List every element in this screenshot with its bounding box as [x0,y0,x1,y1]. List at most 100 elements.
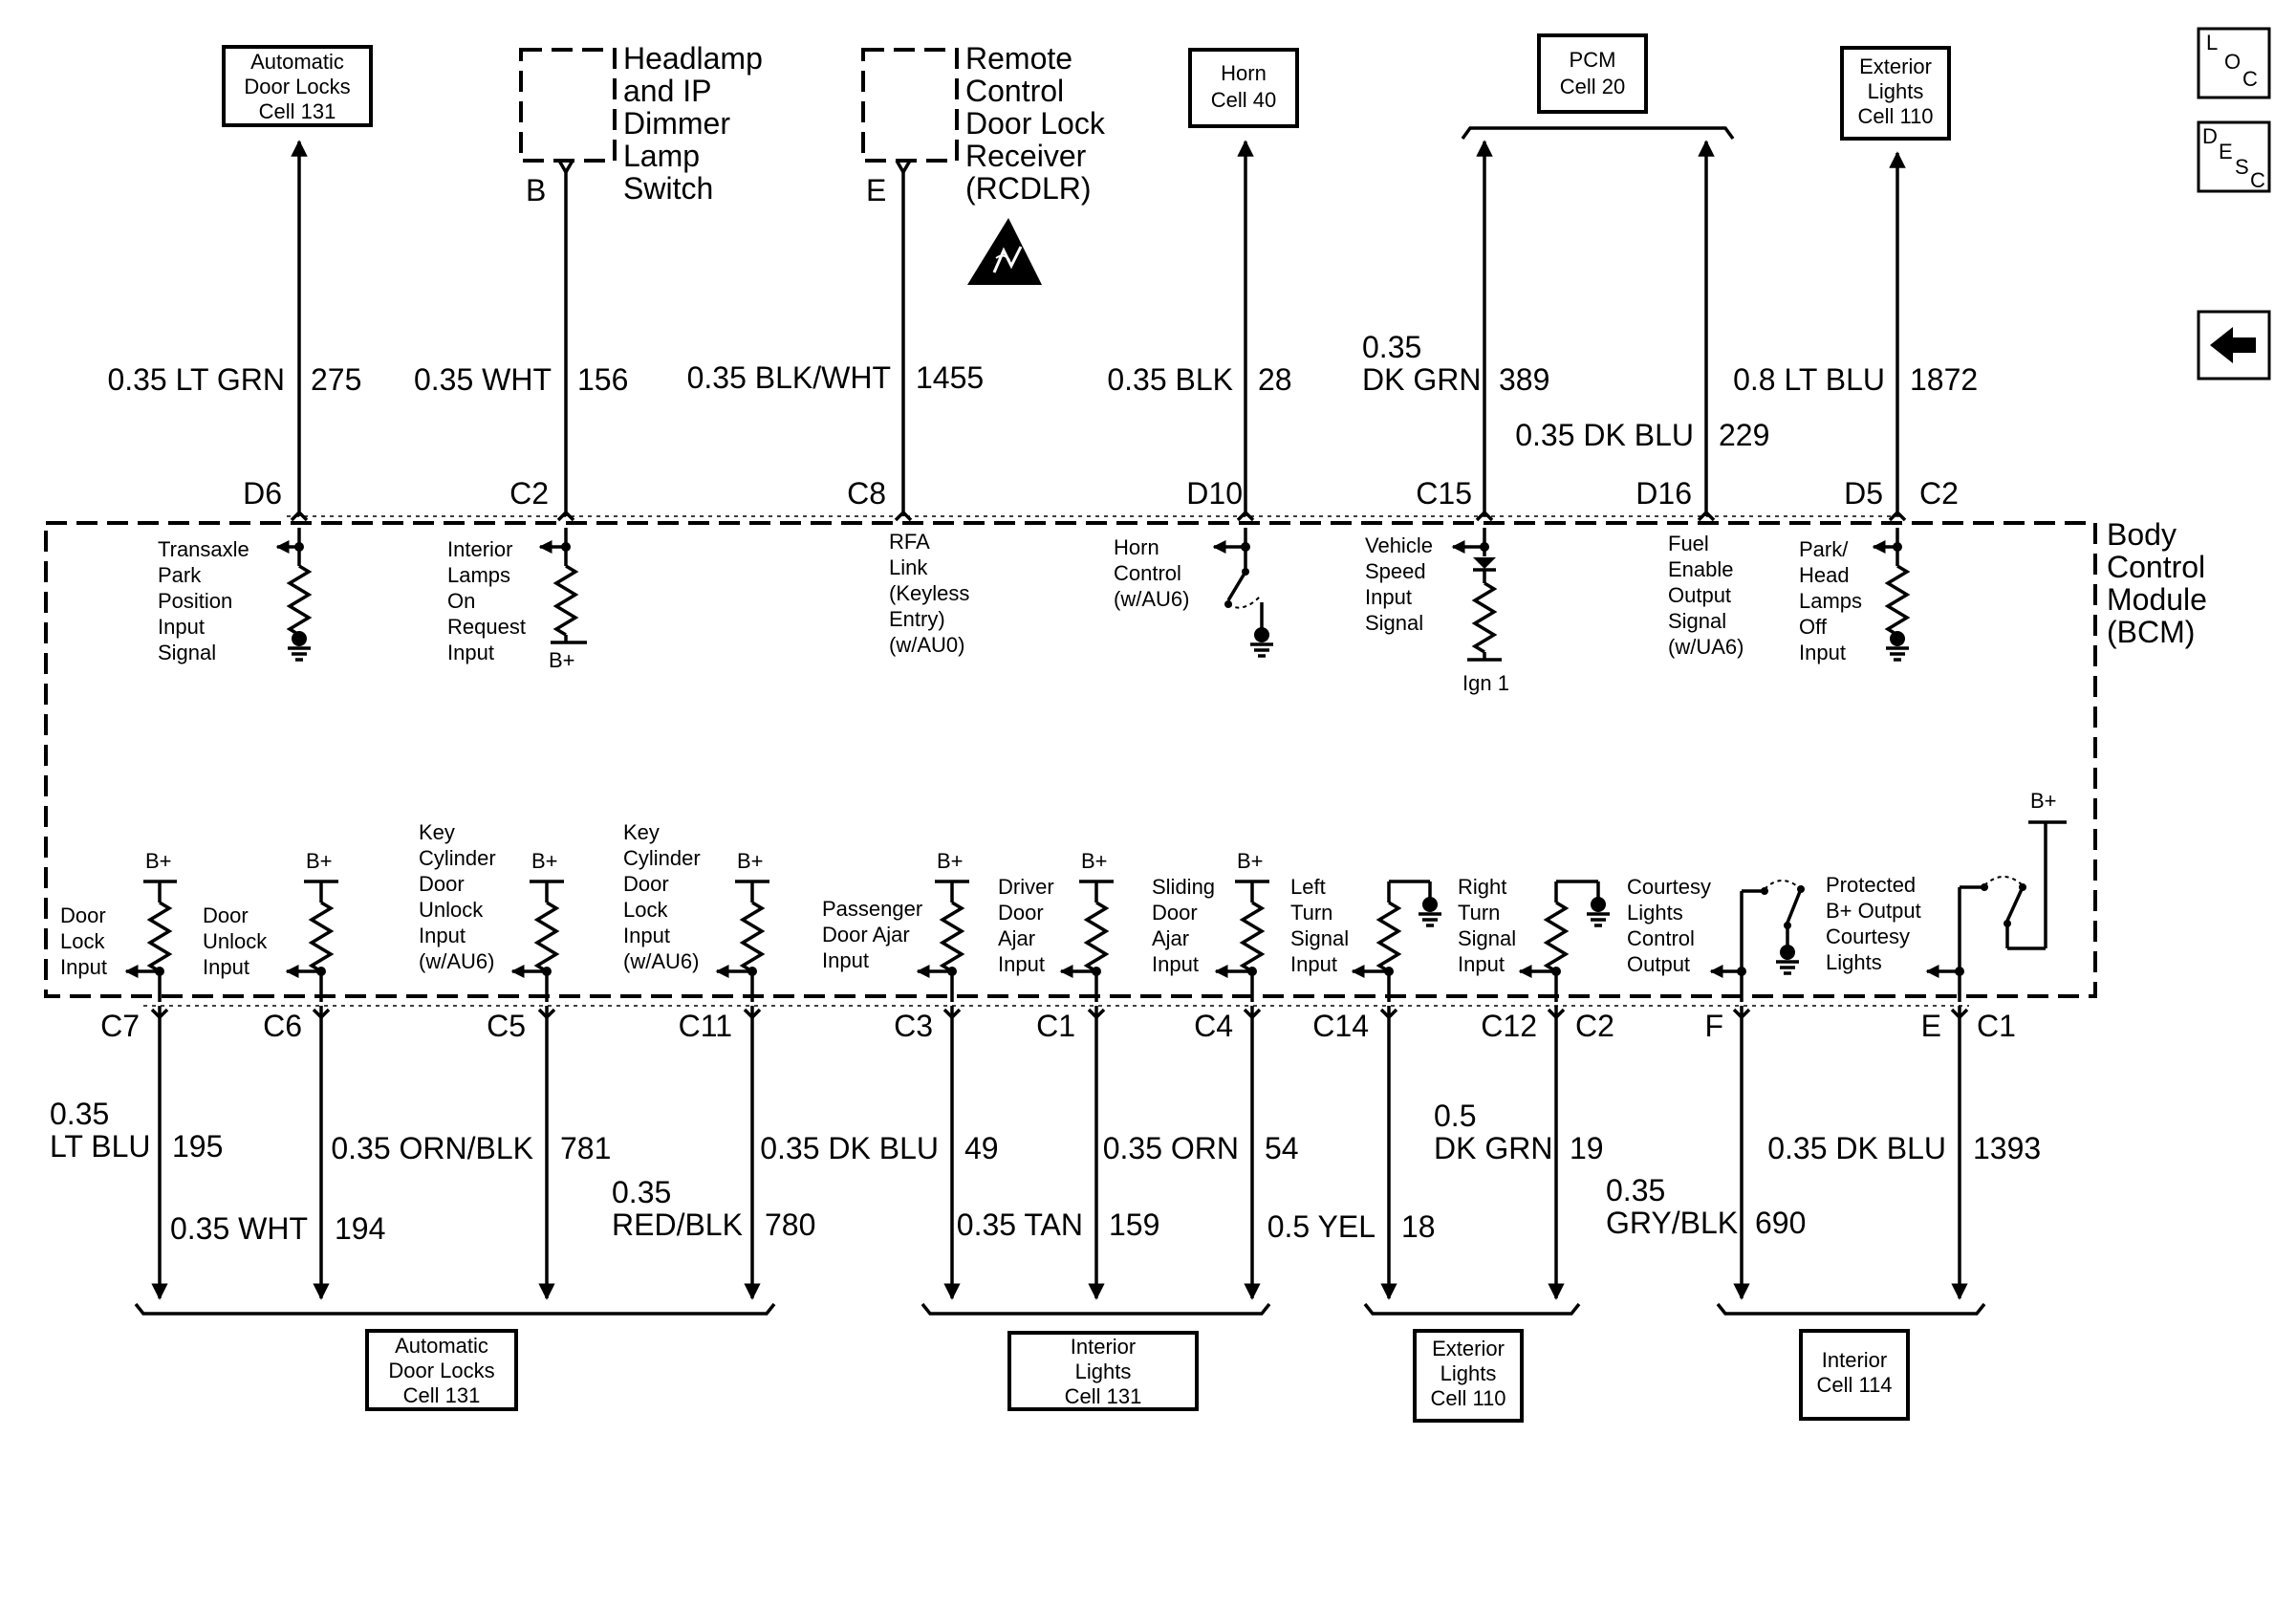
loc-button[interactable]: L O C [2197,27,2271,99]
wire-circuit: 1455 [916,360,984,395]
input-label: (Keyless [889,581,969,605]
input-label: Key [623,820,660,844]
ign-label: Ign 1 [1462,671,1509,695]
connector-id: C2 [1575,1009,1614,1043]
component-text: Headlamp [623,41,763,76]
input-label: Fuel [1668,532,1709,555]
input-label: Cylinder [623,846,701,870]
bplus-label: B+ [2030,789,2057,813]
bcm-outline [44,521,2097,998]
component-text: and IP [623,74,712,108]
input-label: Vehicle [1365,533,1433,557]
connector-id: C15 [1416,476,1472,511]
dest-text: Automatic [395,1334,488,1358]
dest-text: Automatic [250,50,344,74]
dest-box-auto-door-locks-top: Automatic Door Locks Cell 131 [222,45,373,127]
dest-text: Door Locks [244,75,350,98]
wire-color: 0.35 WHT [414,362,552,397]
input-label: Passenger [822,897,922,921]
wire-color: 0.35 [50,1097,109,1131]
top-input-labels: Transaxle Park Position Input Signal Int… [158,530,1862,695]
dest-text: Lights [1075,1360,1132,1383]
wire-circuit: 49 [964,1131,999,1165]
connector-id: C2 [509,476,549,511]
dest-text: Lights [1868,79,1924,103]
input-label: Input [203,955,249,979]
back-button[interactable] [2197,310,2271,381]
input-label: Request [447,615,526,639]
dest-text: Cell 20 [1560,75,1625,98]
wire-color: 0.35 [1606,1173,1665,1208]
input-label: (w/AU6) [419,949,494,973]
input-label: Courtesy [1826,925,1910,948]
bottom-input-labels: Door Lock Input Door Unlock Input Key Cy… [60,820,1921,979]
input-label: Door [623,872,669,896]
input-label: Lock [623,898,668,922]
connector-id: D16 [1635,476,1692,511]
input-label: Input [158,615,205,639]
wire-color: 0.35 LT GRN [107,362,285,397]
input-label: Lock [60,929,105,953]
bplus-label: B+ [1237,849,1264,873]
wire-color: 0.35 ORN [1103,1131,1239,1165]
wire-color: 0.35 [1362,330,1421,364]
input-label: (w/AU6) [1114,587,1189,611]
input-label: Right [1458,875,1506,899]
wire-color: 0.35 DK BLU [1515,418,1694,452]
input-label: Unlock [203,929,268,953]
input-label: Door Ajar [822,923,910,946]
component-text: Switch [623,171,713,206]
input-label: Entry) [889,607,945,631]
dest-text: PCM [1570,48,1616,72]
input-label: Turn [1290,901,1332,925]
input-label: Input [1458,952,1505,976]
connector-id: C7 [100,1009,140,1043]
desc-text: E [2219,140,2233,163]
connector-id: C2 [1919,476,1959,511]
wire-circuit: 690 [1755,1206,1806,1240]
input-label: Park [158,563,202,587]
esd-warning-icon [967,218,1042,285]
input-label: Ajar [1152,926,1189,950]
connector-id: C1 [1977,1009,2016,1043]
input-label: Input [447,641,494,664]
input-label: Interior [447,537,512,561]
dest-text: Exterior [1432,1337,1505,1360]
input-label: On [447,589,475,613]
input-label: Lamps [447,563,510,587]
input-label: Signal [158,641,216,664]
wire-color: 0.35 [612,1175,671,1209]
input-label: Driver [998,875,1054,899]
wire-circuit: 159 [1109,1208,1159,1242]
headlamp-dimmer-switch: Headlamp and IP Dimmer Lamp Switch B [519,41,763,207]
component-text: (RCDLR) [965,171,1092,206]
input-label: Door [60,903,106,927]
input-label: Cylinder [419,846,496,870]
bcm-label-line: Module [2107,582,2207,617]
input-label: Input [60,955,107,979]
wire-color: DK GRN [1434,1131,1552,1165]
wire-color: 0.35 TAN [957,1208,1083,1242]
bplus-label: B+ [531,849,558,873]
bplus-label: B+ [549,648,575,672]
loc-text: O [2224,50,2241,74]
bplus-label: B+ [937,849,964,873]
input-label: Control [1627,926,1695,950]
input-label: Signal [1365,611,1423,635]
wire-circuit: 156 [577,362,628,397]
input-label: Park/ [1799,537,1849,561]
dest-box-exterior-lights-top: Exterior Lights Cell 110 [1840,46,1951,141]
bcm-label-line: (BCM) [2107,615,2195,649]
component-text: Lamp [623,139,700,173]
bottom-wire-labels: C7 C6 C5 C11 C3 C1 C4 C14 C12 C2 F E C1 … [50,1009,2041,1246]
wire-color: 0.35 ORN/BLK [331,1131,533,1165]
connector-id: C6 [263,1009,302,1043]
input-label: (w/UA6) [1668,635,1744,659]
dest-text: Interior [1822,1348,1887,1372]
wire-circuit: 780 [765,1208,815,1242]
input-label: RFA [889,530,930,554]
desc-button[interactable]: D E S C [2197,120,2271,193]
input-label: Link [889,555,928,579]
input-label: Turn [1458,901,1500,925]
